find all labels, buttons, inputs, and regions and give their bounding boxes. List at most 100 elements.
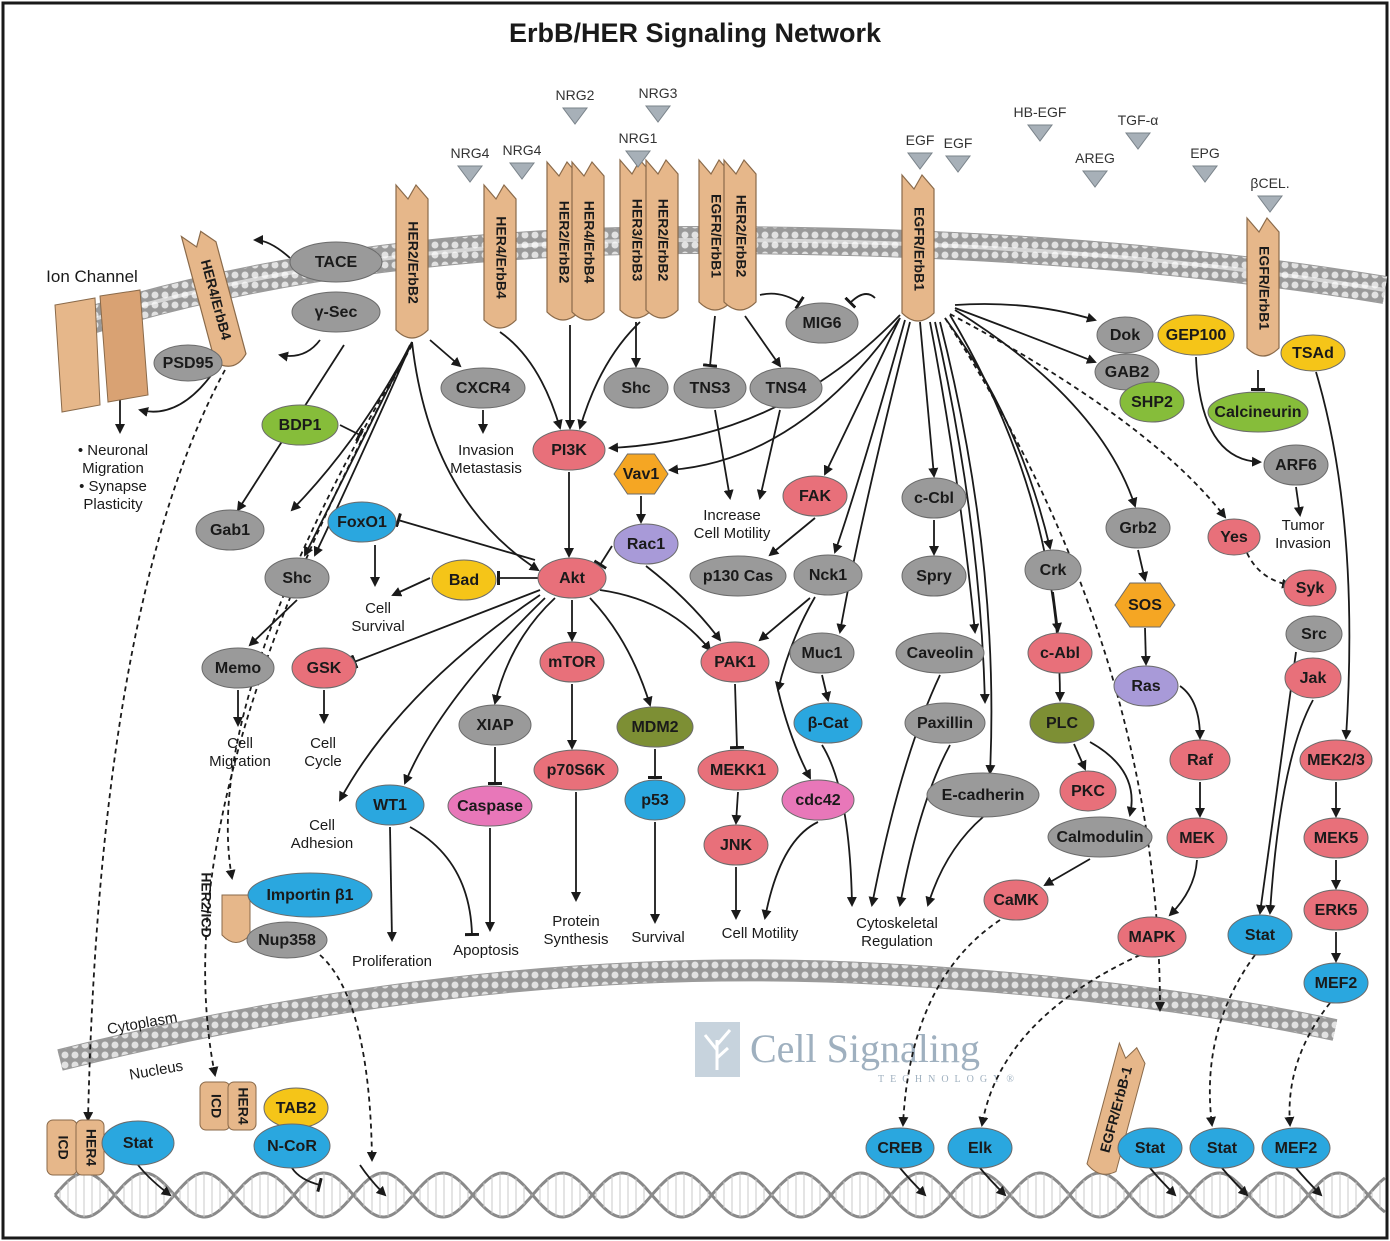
edge [1137,549,1149,582]
node-label-importin: Importin β1 [266,887,353,904]
label-motility_1: Increase [703,507,761,524]
node-nck1: Nck1 [793,554,863,596]
node-pak1: PAK1 [700,641,770,683]
node-arf6: ARF6 [1263,444,1329,486]
label-motility_2: Cell Motility [694,525,771,542]
diagram-title: ErbB/HER Signaling Network [508,18,882,48]
node-label-shc2: Shc [282,570,311,587]
edge [821,744,857,907]
node-mef2_c: MEF2 [1303,962,1369,1004]
node-stat_n3: Stat [1189,1127,1255,1169]
edge [836,321,911,634]
node-pkc: PKC [1059,770,1117,812]
node-label-ccbl: c-Cbl [914,490,954,507]
node-label-mek23: MEK2/3 [1307,752,1365,769]
edge [761,821,819,920]
watermark-sub: TECHNOLOGY® [878,1074,1020,1085]
node-yes: Yes [1207,518,1261,556]
edge [137,1164,172,1197]
node-label-nup358: Nup358 [258,932,316,949]
node-memo: Memo [201,647,275,689]
watermark-name: Cell Signaling [750,1026,980,1071]
node-label-plc: PLC [1046,715,1078,732]
label-invasion_2: Metastasis [450,460,522,477]
ligand-label: βCEL. [1250,175,1289,191]
pathway-edges [83,235,1352,1197]
edge [868,674,941,907]
edge [954,303,1097,323]
label-survival: Survival [631,929,684,946]
node-label-gsec: γ-Sec [315,304,358,321]
node-pi3k: PI3K [532,429,606,471]
receptor-label-her2_a: HER2/ErbB2 [405,221,421,304]
node-label-spry: Spry [916,568,952,585]
receptor-her4_a: HER4 [75,1119,105,1176]
node-cabl: c-Abl [1027,632,1093,674]
node-label-stat_c: Stat [1245,927,1276,944]
node-label-mdm2: MDM2 [631,719,678,736]
ligand-4: NRG4 [503,142,542,180]
edge [359,1164,387,1197]
label-tumor_1: Tumor [1282,517,1325,534]
ligand-label: NRG2 [556,87,595,103]
node-gsk: GSK [291,647,357,689]
receptor-egfr_right: EGFR/ErbB1 [1246,216,1280,357]
edge [898,919,1001,1127]
node-label-jak: Jak [1300,670,1327,687]
node-label-yes: Yes [1220,529,1248,546]
edge [944,317,1054,550]
node-label-mekk1: MEKK1 [710,762,766,779]
edge [775,596,816,692]
receptor-label-her4_b2: HER4 [235,1087,251,1125]
edge [929,321,980,634]
edge [758,597,811,642]
ligand-7: HB-EGF [1014,104,1066,142]
edge [1195,356,1262,467]
edge [1293,486,1304,517]
label-protein_2: Synthesis [543,931,608,948]
edge [339,594,541,802]
node-calcineurin: Calcineurin [1207,391,1309,433]
node-label-muc1: Muc1 [802,645,843,662]
edge [768,517,816,557]
label-cyto_2: Regulation [861,933,933,950]
node-stat_n2: Stat [1117,1127,1183,1169]
edge [291,1167,323,1193]
node-label-shc1: Shc [621,380,650,397]
edge [1073,743,1087,771]
node-label-stat_n2: Stat [1135,1140,1166,1157]
edge [925,816,984,907]
edge [1284,1002,1331,1127]
node-label-fak: FAK [799,488,831,505]
receptor-label-icd_b: ICD [208,1094,224,1118]
node-gab2: GAB2 [1094,353,1160,391]
node-foxo1: FoxO1 [327,501,397,543]
ligand-label: NRG4 [503,142,542,158]
node-label-memo: Memo [215,660,261,677]
label-invasion_1: Invasion [458,442,514,459]
node-mek: MEK [1166,817,1228,859]
receptor-label-her4_pair: HER4/ErbB4 [493,216,509,299]
node-label-calcineurin: Calcineurin [1214,404,1301,421]
edge [744,315,782,368]
node-calmodulin: Calmodulin [1047,816,1153,858]
edge [899,1167,927,1197]
edge [386,826,397,942]
receptor-label-her4_a: HER4 [83,1129,99,1167]
edge [777,689,811,780]
node-label-arf6: ARF6 [1275,457,1317,474]
label-protein_1: Protein [552,913,600,930]
receptor-her4_b2: HER4 [227,1081,257,1131]
node-nup358: Nup358 [246,921,328,959]
label-nucleus: Nucleus [128,1057,184,1083]
ion-channel [54,289,149,413]
node-cdc42: cdc42 [781,779,855,821]
node-label-foxo1: FoxO1 [337,514,387,531]
ligand-label: TGF-α [1118,112,1159,128]
edge [350,589,541,669]
label-neuronal_1: • Neuronal [78,442,148,459]
receptor-her4_pair: HER4/ErbB4 [483,183,517,329]
edge [944,317,1165,1012]
ligand-0: NRG2 [556,87,595,125]
